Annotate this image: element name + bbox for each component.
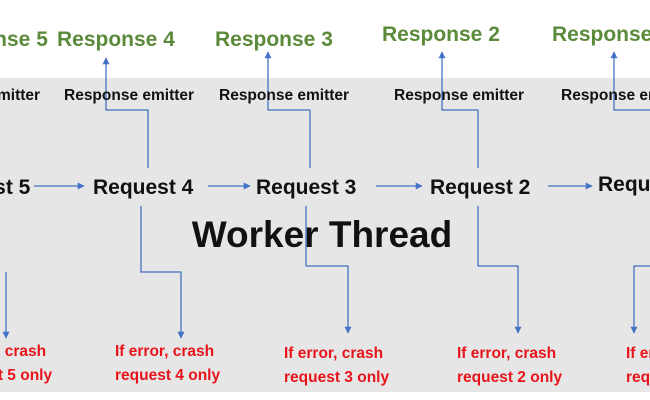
column-3: Response 3 Response emitter Request 3 If… [215, 28, 389, 386]
error-1-line1: If error, crash [626, 345, 650, 362]
request-5-label: Request 5 [0, 176, 31, 199]
response-emitter-4-label: Response emitter [64, 87, 194, 104]
response-2-label: Response 2 [382, 23, 500, 46]
error-2-line1: If error, crash [457, 345, 556, 362]
response-1-connector [610, 51, 650, 111]
error-connector-2 [477, 206, 522, 334]
error-3-line1: If error, crash [284, 345, 383, 362]
response-emitter-5-label: Response emitter [0, 87, 40, 104]
error-5-line2: request 5 only [0, 367, 52, 384]
request-3-label: Request 3 [256, 176, 356, 199]
error-1-line2: request 1 only [626, 369, 650, 386]
request-1-label: Request 1 [598, 173, 650, 196]
response-4-label: Response 4 [57, 28, 175, 51]
column-2: Response 2 Response emitter Request 2 If… [382, 23, 562, 386]
request-4-label: Request 4 [93, 176, 194, 199]
column-5: Response 5 Response emitter Request 5 If… [0, 28, 52, 384]
error-2-line2: request 2 only [457, 369, 562, 386]
response-emitter-1-label: Response emitter [561, 87, 650, 104]
response-emitter-3-label: Response emitter [219, 87, 349, 104]
error-connector-3 [305, 206, 352, 334]
response-1-label: Response 1 [552, 23, 650, 46]
response-emitter-2-label: Response emitter [394, 87, 524, 104]
error-3-line2: request 3 only [284, 369, 389, 386]
response-2-connector [438, 51, 479, 168]
error-5-line1: If error, crash [0, 343, 46, 360]
response-5-label: Response 5 [0, 28, 48, 51]
response-3-connector [264, 51, 311, 168]
error-connector-4 [140, 206, 185, 339]
column-4: Response 4 Response emitter Request 4 If… [57, 28, 220, 384]
error-4-line1: If error, crash [115, 343, 214, 360]
worker-thread-panel [0, 78, 650, 392]
error-connector-1 [630, 265, 650, 334]
column-1: Response 1 Response emitter Request 1 If… [552, 23, 650, 386]
worker-thread-label: Worker Thread [192, 214, 452, 255]
request-2-label: Request 2 [430, 176, 530, 199]
response-4-connector [102, 57, 149, 168]
error-4-line2: request 4 only [115, 367, 220, 384]
response-3-label: Response 3 [215, 28, 333, 51]
